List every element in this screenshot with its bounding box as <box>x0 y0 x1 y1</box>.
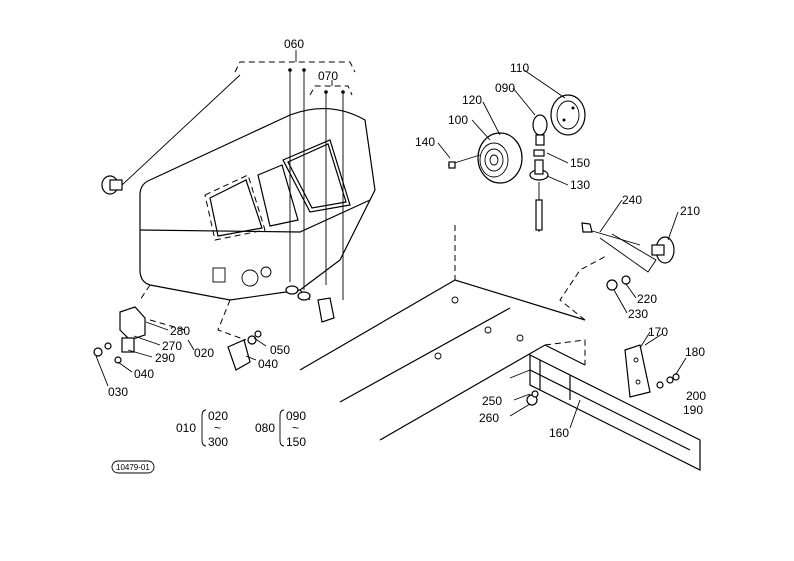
range-010-first: 020 <box>208 409 228 423</box>
label-090: 090 <box>495 81 515 95</box>
label-110: 110 <box>510 61 529 75</box>
label-240: 240 <box>622 193 642 207</box>
bolt-250-260 <box>509 369 539 406</box>
range-010-sep: ~ <box>214 421 221 435</box>
floor-plate <box>299 225 609 441</box>
leader-lines <box>95 69 679 417</box>
label-100: 100 <box>448 113 468 127</box>
switch-rod-240 <box>581 222 675 291</box>
range-080-last: 150 <box>286 435 306 449</box>
label-250: 250 <box>482 394 502 408</box>
drawing-number-stamp: 10479-01 <box>111 460 155 474</box>
label-270: 270 <box>162 339 182 353</box>
rail-160 <box>529 354 701 471</box>
label-060: 060 <box>284 37 304 51</box>
label-230: 230 <box>628 307 648 321</box>
label-150: 150 <box>570 156 590 170</box>
range-010-parent: 010 <box>176 421 196 435</box>
relay-050 <box>227 330 262 371</box>
switch-left-280 <box>93 306 186 364</box>
label-130: 130 <box>570 178 590 192</box>
label-290: 290 <box>155 351 175 365</box>
label-190: 190 <box>683 403 703 417</box>
label-210: 210 <box>680 204 700 218</box>
callout-labels: 060 070 110 090 120 100 140 150 130 240 … <box>108 37 706 440</box>
label-220: 220 <box>637 292 657 306</box>
label-040-right: 040 <box>258 357 278 371</box>
range-080-sep: ~ <box>292 421 299 435</box>
label-260: 260 <box>479 411 499 425</box>
label-160: 160 <box>549 426 569 440</box>
range-080-first: 090 <box>286 409 306 423</box>
label-120: 120 <box>462 93 482 107</box>
label-050: 050 <box>270 343 290 357</box>
drawing-number: 10479-01 <box>116 463 150 472</box>
label-040-left: 040 <box>134 367 154 381</box>
label-170: 170 <box>648 325 668 339</box>
label-180: 180 <box>685 345 705 359</box>
range-010-last: 300 <box>208 435 228 449</box>
knob-cap <box>101 74 241 195</box>
label-280: 280 <box>170 324 190 338</box>
label-140: 140 <box>415 135 435 149</box>
range-080: 080 090 ~ 150 <box>255 409 306 449</box>
lamp-assembly <box>447 94 586 232</box>
callout-brackets <box>234 50 356 323</box>
range-010: 010 020 ~ 300 <box>176 409 228 449</box>
range-080-parent: 080 <box>255 421 275 435</box>
bracket-170 <box>624 333 687 398</box>
label-200: 200 <box>686 389 706 403</box>
label-020: 020 <box>194 346 214 360</box>
label-070: 070 <box>318 69 338 83</box>
panel-housing <box>139 107 376 341</box>
label-030: 030 <box>108 385 128 399</box>
